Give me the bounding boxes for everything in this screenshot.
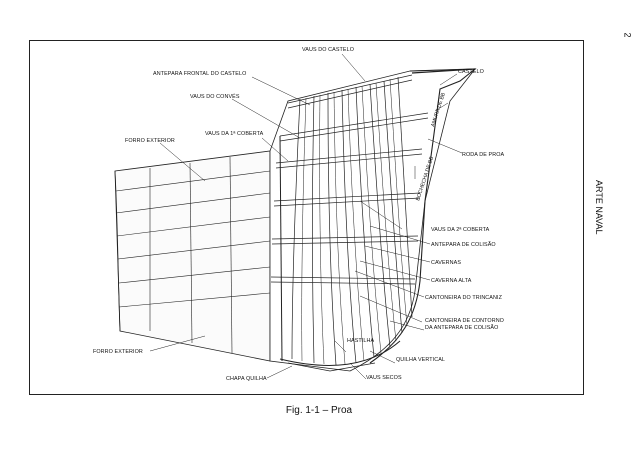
plating-seams — [115, 156, 271, 354]
frames-inner — [301, 78, 408, 365]
label-hastilha: HASTILHA — [347, 338, 374, 344]
keel-line — [279, 340, 401, 366]
hull-plating-outline — [114, 150, 271, 362]
leader-lines — [149, 53, 463, 380]
label-cavernas: CAVERNAS — [431, 260, 461, 266]
vertical-keel — [287, 362, 376, 372]
hull-plating-left-edge — [114, 170, 121, 332]
label-forro-exterior-top: FORRO EXTERIOR — [125, 138, 175, 144]
collision-bulkhead — [279, 135, 283, 362]
label-vaus-secos: VAUS SECOS — [366, 375, 402, 381]
label-antepara-frontal-do-castelo: ANTEPARA FRONTAL DO CASTELO — [153, 71, 246, 77]
label-vaus-do-conves: VAUS DO CONVÉS — [190, 93, 240, 100]
label-roda-de-proa: RODA DE PROA — [462, 152, 505, 158]
label-forro-exterior-bottom: FORRO EXTERIOR — [93, 349, 143, 355]
label-vaus-da-1-coberta: VAUS DA 1ª COBERTA — [205, 131, 264, 137]
label-cantoneira-de-contorno-2: DA ANTEPARA DE COLISÃO — [425, 324, 498, 331]
label-caverna-alta: CAVERNA ALTA — [431, 278, 472, 284]
figure-frame: VAUS DO CASTELO CASTELO ANTEPARA FRONTAL… — [29, 40, 584, 395]
bow-structure-diagram: VAUS DO CASTELO CASTELO ANTEPARA FRONTAL… — [93, 47, 505, 382]
figure-caption: Fig. 1-1 – Proa — [285, 405, 353, 416]
running-head: ARTE NAVAL — [594, 180, 604, 235]
frames — [291, 76, 413, 366]
label-castelo: CASTELO — [458, 69, 484, 75]
label-chapa-quilha: CHAPA QUILHA — [226, 376, 267, 382]
label-antepara-de-colisao: ANTEPARA DE COLISÃO — [431, 241, 496, 248]
label-vaus-do-castelo: VAUS DO CASTELO — [302, 47, 354, 53]
label-vaus-da-2-coberta: VAUS DA 2ª COBERTA — [431, 227, 490, 233]
label-cantoneira-de-contorno-1: CANTONEIRA DE CONTORNO — [425, 318, 504, 324]
page-number: 2 — [622, 32, 633, 38]
label-cantoneira-do-trincaniz: CANTONEIRA DO TRINCANIZ — [425, 295, 503, 301]
forecastle-deck — [411, 68, 476, 74]
label-quilha-vertical: QUILHA VERTICAL — [396, 357, 445, 363]
